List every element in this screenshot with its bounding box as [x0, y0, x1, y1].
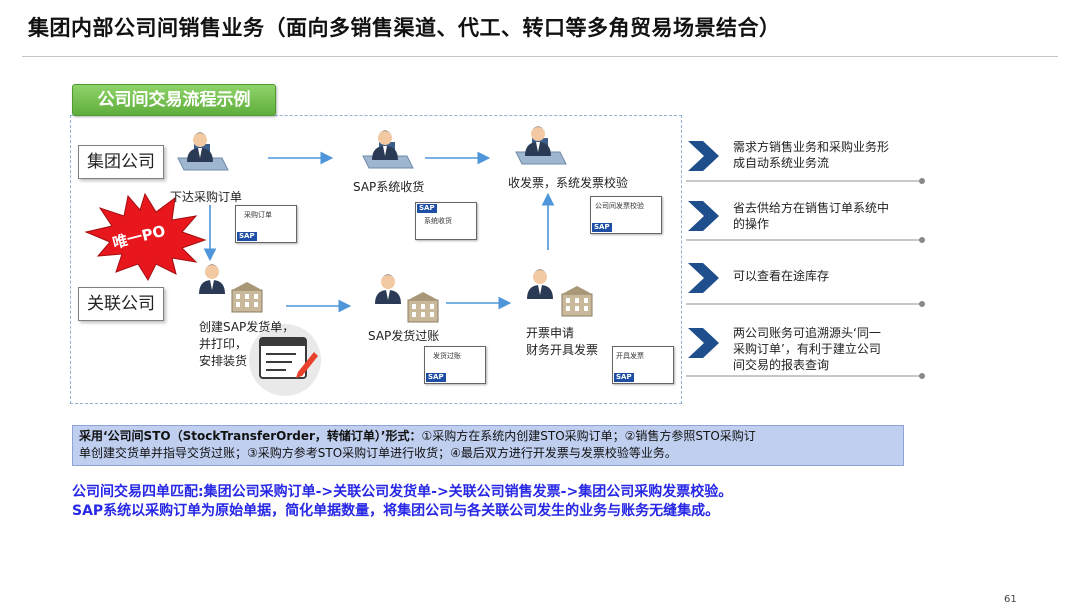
related-post-building-icon: [407, 291, 439, 323]
related-delivery-building-icon: [231, 281, 263, 313]
benefit-chevron-icon-2: [688, 201, 719, 231]
step-invoice-request: 开票申请: [526, 326, 575, 340]
step-sap-receipt: SAP系统收货: [353, 180, 425, 194]
print-form-icon: [249, 324, 321, 396]
sto-lead: 采用‘公司间STO（StockTransferOrder，转储订单）’形式：: [79, 429, 422, 443]
step-create-delivery-2: 并打印，: [199, 337, 248, 351]
invoice-document: 开具发票 SAP: [612, 346, 674, 384]
step-invoice-issue: 财务开具发票: [526, 343, 599, 357]
benefit-3: 可以查看在途库存: [733, 269, 830, 283]
flow-header: 公司间交易流程示例: [72, 84, 276, 116]
unique-po-starburst: [84, 192, 207, 282]
related-delivery-person-icon: [199, 264, 225, 294]
page-number: 61: [1004, 594, 1017, 605]
page-title: 集团内部公司间销售业务（面向多销售渠道、代工、转口等多角贸易场景结合）: [28, 16, 781, 40]
benefit-1: 需求方销售业务和采购业务形成自动系统业务流: [733, 140, 890, 170]
group-buyer-person-icon: [177, 132, 229, 171]
flow-diagram-frame: [70, 115, 682, 404]
sto-line2: 单创建交货单并指导交货过账；③采购方参考STO采购订单进行收货；④最后双方进行开…: [79, 446, 677, 460]
post-document: 发货过账 SAP: [424, 346, 486, 384]
step-sap-post: SAP发货过账: [368, 329, 440, 343]
sto-description-box: 采用‘公司间STO（StockTransferOrder，转储订单）’形式：①采…: [72, 425, 904, 466]
benefit-chevron-icon-1: [688, 141, 719, 171]
related-post-person-icon: [375, 274, 401, 304]
benefit-2: 省去供给方在销售订单系统中的操作: [733, 201, 890, 231]
sap-tag: SAP: [417, 204, 437, 213]
group-invoice-person-icon: [515, 126, 567, 165]
po-document: 采购订单 SAP: [235, 205, 297, 243]
sap-tag: SAP: [426, 373, 446, 382]
step-create-delivery-1: 创建SAP发货单，: [199, 320, 295, 334]
group-receiver-person-icon: [362, 130, 414, 169]
step-create-delivery-3: 安排装货: [199, 354, 248, 368]
invoice-verify-document: 公司间发票校验 SAP: [590, 196, 662, 234]
title-divider: [22, 56, 1058, 57]
receipt-document: 系统收货 SAP: [415, 202, 477, 240]
benefit-chevron-icon-4: [688, 328, 719, 358]
sap-tag: SAP: [614, 373, 634, 382]
sap-tag: SAP: [592, 223, 612, 232]
step-issue-po: 下达采购订单: [170, 190, 243, 204]
summary-line-2: SAP系统以采购订单为原始单据，简化单据数量，将集团公司与各关联公司发生的业务与…: [72, 503, 720, 519]
benefit-chevron-icon-3: [688, 263, 719, 293]
group-company-label: 集团公司: [78, 145, 164, 179]
related-invoice-building-icon: [561, 285, 593, 317]
sap-tag: SAP: [237, 232, 257, 241]
related-invoice-person-icon: [527, 269, 553, 299]
sto-line1: ①采购方在系统内创建STO采购订单；②销售方参照STO采购订: [421, 429, 756, 443]
summary-line-1: 公司间交易四单匹配:集团公司采购订单->关联公司发货单->关联公司销售发票->集…: [72, 484, 733, 500]
benefit-4: 两公司账务可追溯源头‘同一采购订单’，有利于建立公司间交易的报表查询: [733, 326, 881, 372]
related-company-label: 关联公司: [78, 287, 164, 321]
step-invoice-verify: 收发票，系统发票校验: [508, 176, 629, 190]
